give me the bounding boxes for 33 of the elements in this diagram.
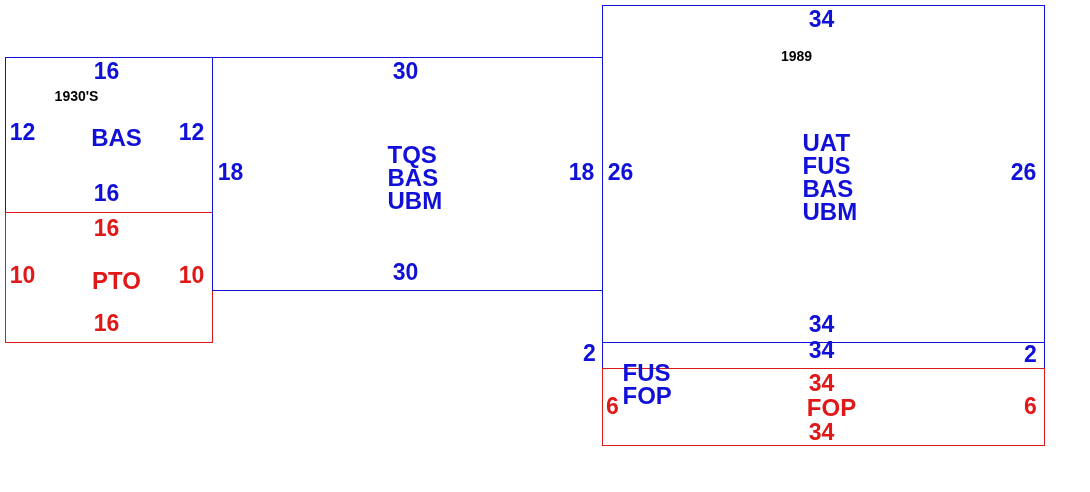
dimension-label: 30 [392, 59, 419, 82]
dimension-label: 12 [9, 120, 36, 143]
dimension-label: 16 [93, 216, 120, 239]
dimension-label: 30 [392, 260, 419, 283]
year-label: 1930'S [54, 88, 99, 103]
dimension-label: 6 [606, 394, 619, 417]
outline-box [212, 57, 603, 291]
box-label: PTO [92, 268, 141, 293]
dimension-label: 18 [217, 160, 244, 183]
dimension-label: 10 [9, 263, 36, 286]
outline-box [602, 5, 1045, 343]
dimension-label: 16 [93, 59, 120, 82]
outline-box [5, 212, 213, 343]
dimension-label: 34 [808, 312, 835, 335]
box-label: BAS [91, 125, 142, 150]
box-label: TQS BAS UBM [387, 142, 443, 211]
dimension-label: 12 [178, 120, 205, 143]
dimension-label: 16 [93, 181, 120, 204]
dimension-label: 6 [1024, 394, 1037, 417]
outline-box [5, 57, 213, 213]
year-label: 1989 [780, 48, 813, 63]
dimension-label: 34 [808, 420, 835, 443]
dimension-label: 26 [1010, 160, 1037, 183]
box-label: UAT FUS BAS UBM [802, 130, 858, 223]
dimension-label: 34 [808, 371, 835, 394]
dimension-label: 10 [178, 263, 205, 286]
dimension-label: 16 [93, 311, 120, 334]
dimension-label: 2 [1024, 342, 1037, 365]
dimension-label: 26 [607, 160, 634, 183]
box-label: FOP [806, 395, 857, 420]
dimension-label: 2 [583, 341, 596, 364]
dimension-label: 18 [568, 160, 595, 183]
dimension-label: 34 [808, 7, 835, 30]
